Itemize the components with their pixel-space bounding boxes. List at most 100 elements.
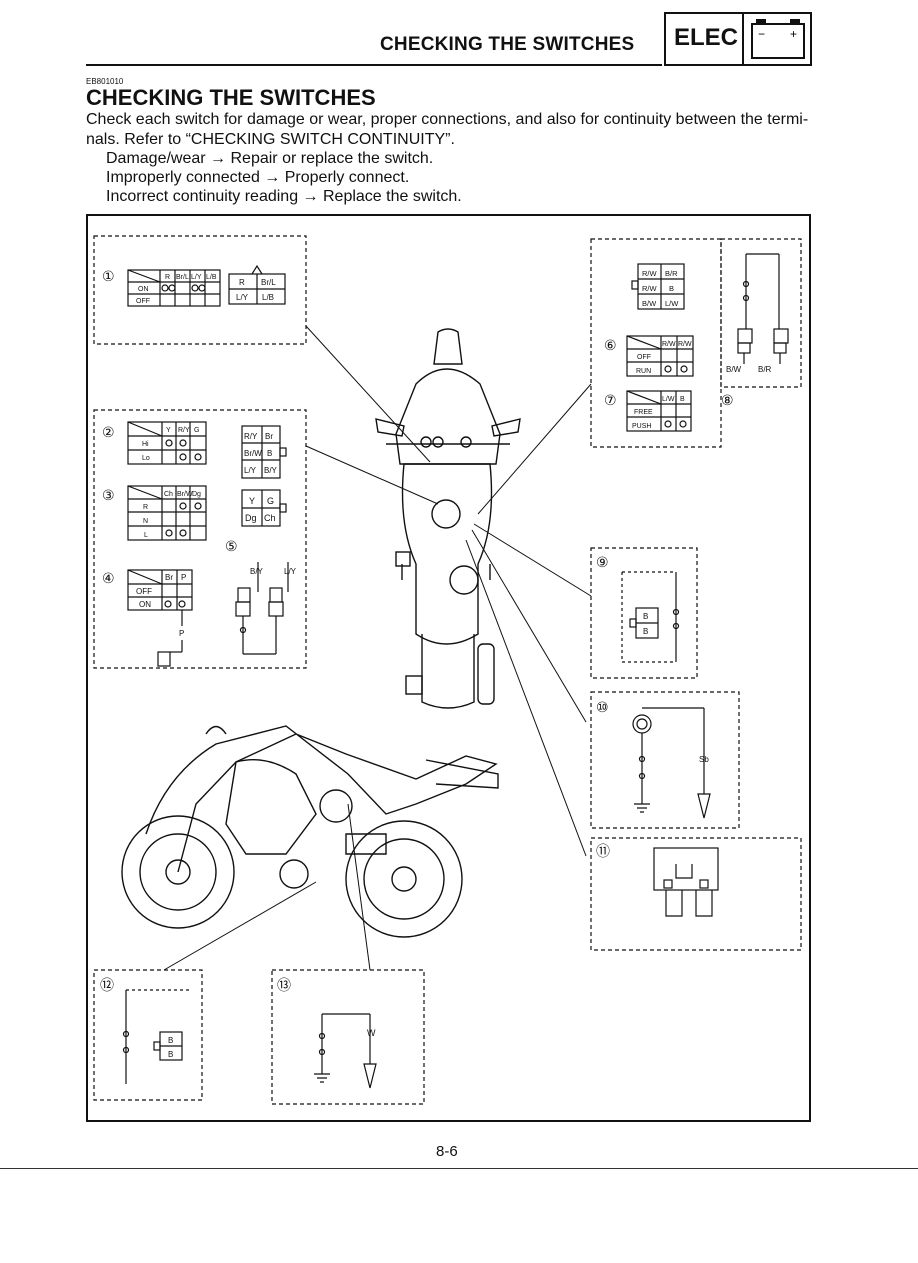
conn-b-y: Y <box>249 496 255 506</box>
battery-icon: − + <box>751 19 805 59</box>
step-damage: Damage/wear → Repair or replace the swit… <box>106 150 434 167</box>
section-title: CHECKING THE SWITCHES <box>86 85 376 110</box>
sw9-conn-b-2: B <box>643 627 648 636</box>
sw6-conn-lw: L/W <box>665 299 679 308</box>
sw7-row-push: PUSH <box>632 423 651 430</box>
sw5-wire-by: B/Y <box>250 567 264 576</box>
callout-9: ⑨ <box>596 554 609 570</box>
conn-b-g: G <box>267 496 274 506</box>
battery-plus: + <box>790 27 797 41</box>
conn1-brl: Br/L <box>261 278 276 287</box>
elec-divider <box>742 12 744 66</box>
battery-minus: − <box>758 27 765 41</box>
sw3-row-r: R <box>143 504 148 511</box>
sw4-col-p: P <box>181 573 186 582</box>
switch-6-table: R/W R/W OFF RUN <box>626 335 694 377</box>
switch-5-diagram: B/Y L/Y <box>235 562 297 655</box>
sw4-col-br: Br <box>165 573 173 582</box>
switch-7-table: L/W B FREE PUSH <box>626 390 692 432</box>
elec-label: ELEC <box>674 24 739 51</box>
sw6-conn-br: B/R <box>665 269 678 278</box>
header-rule <box>86 64 662 66</box>
callout-12: ⑫ <box>100 977 114 993</box>
motorcycle-side-view <box>121 725 499 938</box>
callout-6: ⑥ <box>604 337 617 353</box>
sw2-col-ry: R/Y <box>178 427 190 434</box>
sw1-row-off: OFF <box>136 298 150 305</box>
sw4-row-on: ON <box>139 600 151 609</box>
conn-b-ch: Ch <box>264 513 276 523</box>
switch-4-table: Br P OFF ON P <box>127 569 193 667</box>
sw8-wire-br: B/R <box>758 365 772 374</box>
callout-10: ⑩ <box>596 699 609 715</box>
switch-diagram-frame <box>86 214 811 1122</box>
motorcycle-top-view <box>375 328 521 709</box>
sw8-wire-bw: B/W <box>726 365 742 374</box>
elec-badge <box>664 12 812 66</box>
dashed-panels <box>93 235 802 1105</box>
sw3-col-brw: Br/W <box>177 491 193 498</box>
sw2-row-hi: Hi <box>142 441 149 448</box>
switch-diagram: ① ② ③ ④ ⑤ ⑥ ⑦ ⑧ ⑨ ⑩ ⑪ ⑫ ⑬ R Br/L L/Y L/B… <box>93 235 802 1105</box>
callout-11: ⑪ <box>596 843 610 859</box>
sw3-row-l: L <box>144 532 148 539</box>
sw6-conn-rw-1: R/W <box>642 269 658 278</box>
conn-a-ly: L/Y <box>244 466 257 475</box>
sw1-col-ly: L/Y <box>191 274 202 281</box>
sw6-conn-b: B <box>669 284 674 293</box>
conn-a-ry: R/Y <box>244 432 258 441</box>
sw9-conn-b-1: B <box>643 612 648 621</box>
section-code: EB801010 <box>86 77 124 86</box>
switch-12-diagram: B B <box>122 989 190 1084</box>
conn1-ly: L/Y <box>236 293 249 302</box>
sw7-row-free: FREE <box>634 409 653 416</box>
sw3-col-dg: Dg <box>192 491 201 498</box>
intro-paragraph: Check each switch for damage or wear, pr… <box>86 111 809 148</box>
sw4-wire-p: P <box>179 629 184 638</box>
sw7-col-b: B <box>680 396 685 403</box>
sw3-col-ch: Ch <box>164 491 173 498</box>
callout-5: ⑤ <box>225 538 238 554</box>
callout-7: ⑦ <box>604 392 617 408</box>
sw13-wire-w: W <box>367 1028 376 1038</box>
sw1-col-r: R <box>165 274 170 281</box>
callout-4: ④ <box>102 570 115 586</box>
sw6-conn-bw: B/W <box>642 299 657 308</box>
switch-10-diagram: Sb <box>632 707 711 819</box>
sw6-conn-rw-2: R/W <box>642 284 658 293</box>
conn-a-by: B/Y <box>264 466 278 475</box>
switch-3-connector: Y G Dg Ch <box>241 489 287 527</box>
sw2-col-g: G <box>194 427 199 434</box>
switch-3-table: Ch Br/W Dg R N L <box>127 485 207 541</box>
footer-rule <box>0 1168 918 1169</box>
callout-8: ⑧ <box>721 392 734 408</box>
callout-1: ① <box>102 268 115 284</box>
leader-lines <box>163 325 592 971</box>
conn-b-dg: Dg <box>245 513 257 523</box>
switch-8-diagram: B/W B/R <box>726 253 789 374</box>
sw6-row-off: OFF <box>637 354 651 361</box>
sw6-col-rw-2: R/W <box>678 341 692 348</box>
step-continuity: Incorrect continuity reading → Replace t… <box>106 188 462 205</box>
sw12-conn-b-2: B <box>168 1050 173 1059</box>
switch-9-diagram: B B <box>621 571 680 663</box>
switch-1-table: R Br/L L/Y L/B ON OFF <box>127 269 221 307</box>
conn-a-brw: Br/W <box>244 449 262 458</box>
sw4-row-off: OFF <box>136 587 152 596</box>
callout-3: ③ <box>102 487 115 503</box>
sw10-wire-sb: Sb <box>699 755 709 764</box>
conn-a-br: Br <box>265 432 273 441</box>
switch-6-connector: R/W B/R R/W B B/W L/W <box>631 263 685 310</box>
sw5-wire-ly: L/Y <box>284 567 297 576</box>
sw1-row-on: ON <box>138 286 149 293</box>
sw12-conn-b-1: B <box>168 1036 173 1045</box>
sw7-col-lw: L/W <box>662 396 675 403</box>
sw2-row-lo: Lo <box>142 455 150 462</box>
sw6-col-rw-1: R/W <box>662 341 676 348</box>
switch-13-diagram: W <box>314 1013 377 1089</box>
header-title: CHECKING THE SWITCHES <box>380 34 635 55</box>
sw3-row-n: N <box>143 518 148 525</box>
step-connection: Improperly connected → Properly connect. <box>106 169 410 186</box>
callout-13: ⑬ <box>277 977 291 993</box>
switch-2-table: Y R/Y G Hi Lo <box>127 421 207 465</box>
